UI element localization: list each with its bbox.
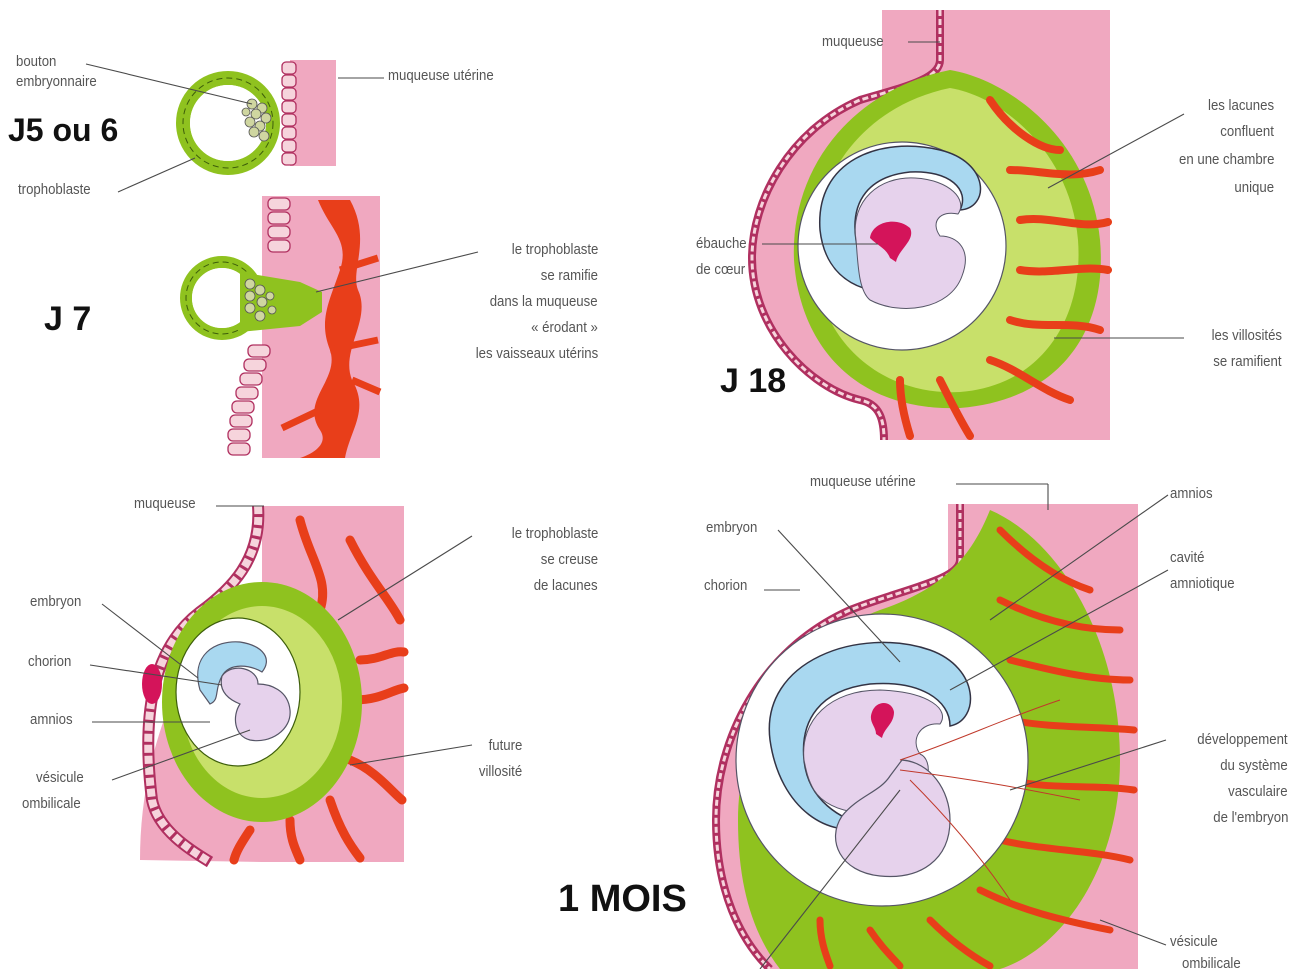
label-j18-lacunes-3: en une chambre [1179,150,1274,170]
label-lac-lacunes-1: le trophoblaste [511,524,598,544]
label-month1-amnios: amnios [1170,484,1213,504]
stage-title-j7: J 7 [44,300,91,339]
label-month1-muqueuse: muqueuse utérine [810,472,916,492]
label-lac-vesicule-1: vésicule [36,768,84,788]
label-lac-lacunes-2: se creuse [541,550,598,570]
label-j7-ramifie-1: le trophoblaste [511,240,598,260]
label-j18-lacunes-2: confluent [1220,122,1274,142]
label-bouton: bouton [16,52,56,72]
label-lac-chorion: chorion [28,652,71,672]
stage-j5-drawing [86,60,384,192]
label-j18-villosites-2: se ramifient [1214,352,1282,372]
label-lac-muqueuse: muqueuse [134,494,196,514]
label-month1-cavite-2: amniotique [1170,574,1235,594]
label-month1-vesicule-2: ombilicale [1182,954,1241,974]
stage-title-j18: J 18 [720,362,786,401]
stage-lacunes-drawing [90,506,472,862]
label-month1-cavite-1: cavité [1170,548,1204,568]
label-lac-future-1: future [488,736,522,756]
label-j7-ramifie-5: les vaisseaux utérins [475,344,598,364]
label-trophoblaste: trophoblaste [18,180,91,200]
label-j7-ramifie-2: se ramifie [541,266,598,286]
label-lac-amnios: amnios [30,710,73,730]
label-lac-future-2: villosité [479,762,522,782]
label-lac-lacunes-3: de lacunes [534,576,598,596]
stage-title-j5: J5 ou 6 [8,112,118,149]
stage-month1-drawing [716,484,1168,969]
stage-j7-drawing [186,196,478,458]
label-month1-embryon: embryon [706,518,757,538]
label-month1-chorion: chorion [704,576,747,596]
label-j18-muqueuse: muqueuse [822,32,884,52]
j18-embryo [855,178,965,309]
stage-j18-drawing [752,10,1184,440]
label-lac-embryon: embryon [30,592,81,612]
label-j18-coeur-2: de cœur [696,260,745,280]
label-month1-vesicule-1: vésicule [1170,932,1218,952]
label-embryonnaire: embryonnaire [16,72,97,92]
label-month1-dev-3: vasculaire [1229,782,1288,802]
label-j18-coeur-1: ébauche [696,234,747,254]
label-j7-ramifie-4: « érodant » [531,318,598,338]
label-muqueuse-uterine-j5: muqueuse utérine [388,66,494,86]
label-month1-dev-1: développement [1198,730,1288,750]
label-j18-lacunes-4: unique [1234,178,1274,198]
label-lac-vesicule-2: ombilicale [22,794,81,814]
label-j18-lacunes-1: les lacunes [1208,96,1274,116]
j5-uterine-mucosa [290,60,336,166]
label-month1-dev-4: de l'embryon [1213,808,1288,828]
label-j7-ramifie-3: dans la muqueuse [490,292,598,312]
label-j18-villosites-1: les villosités [1212,326,1282,346]
stage-title-month1: 1 MOIS [558,878,687,921]
label-month1-dev-2: du système [1221,756,1288,776]
